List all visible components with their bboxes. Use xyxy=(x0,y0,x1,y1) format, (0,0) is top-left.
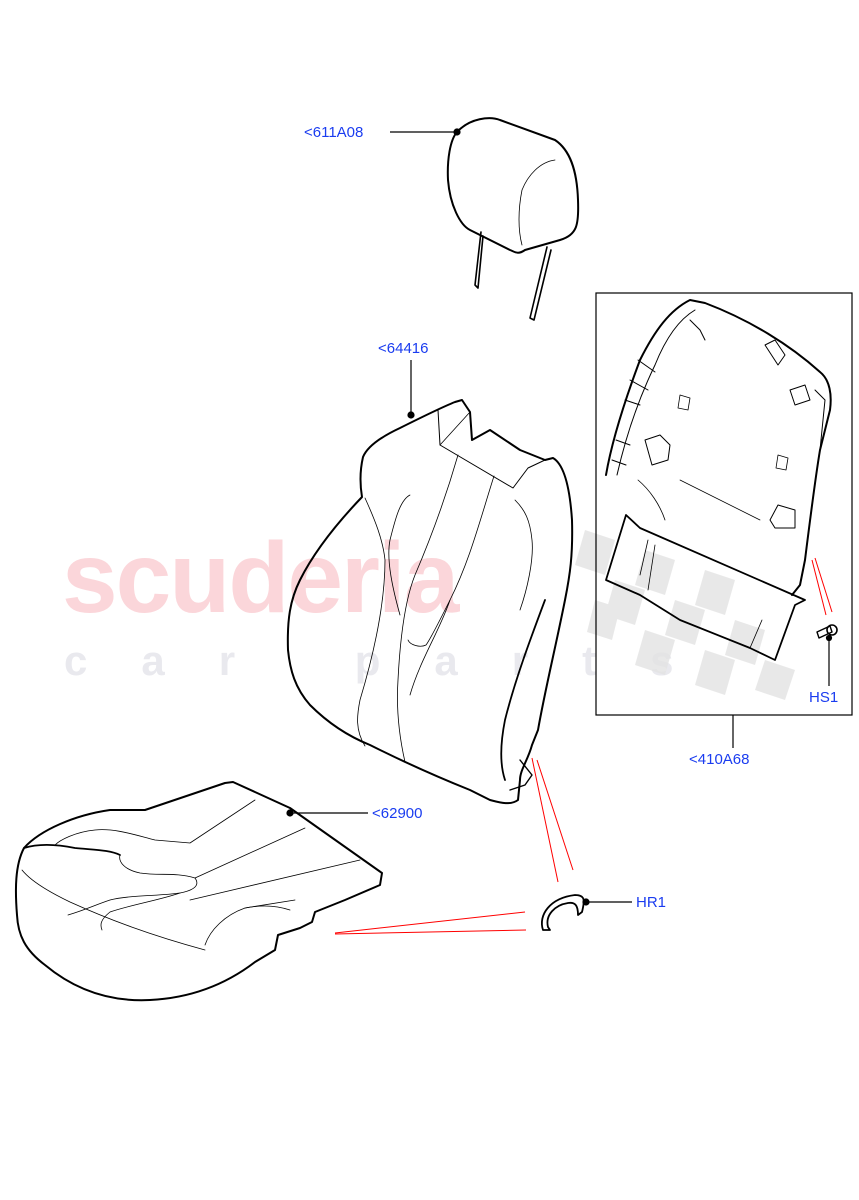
callout-clip[interactable]: HR1 xyxy=(636,894,667,911)
screw-drawing xyxy=(816,624,838,639)
callout-screw[interactable]: HS1 xyxy=(809,689,839,706)
headrest-drawing xyxy=(446,117,580,321)
seat-back-drawing xyxy=(286,399,574,805)
checker-flag-watermark xyxy=(575,530,795,700)
leader-lines xyxy=(286,128,833,906)
callout-headrest[interactable]: <611A08 xyxy=(304,124,364,141)
callout-backrest-panel[interactable]: <410A68 xyxy=(689,751,750,768)
relation-lines xyxy=(334,557,833,935)
watermark-car-parts: car parts xyxy=(64,637,728,684)
callout-cushion-cover[interactable]: <62900 xyxy=(372,805,423,822)
back-panel-drawing xyxy=(605,299,832,661)
clip-drawing xyxy=(541,894,585,931)
watermark-scuderia: scuderia xyxy=(62,522,459,634)
callout-backrest-cover[interactable]: <64416 xyxy=(378,340,429,357)
seat-cushion-drawing xyxy=(14,781,383,1002)
detail-box xyxy=(595,292,853,716)
